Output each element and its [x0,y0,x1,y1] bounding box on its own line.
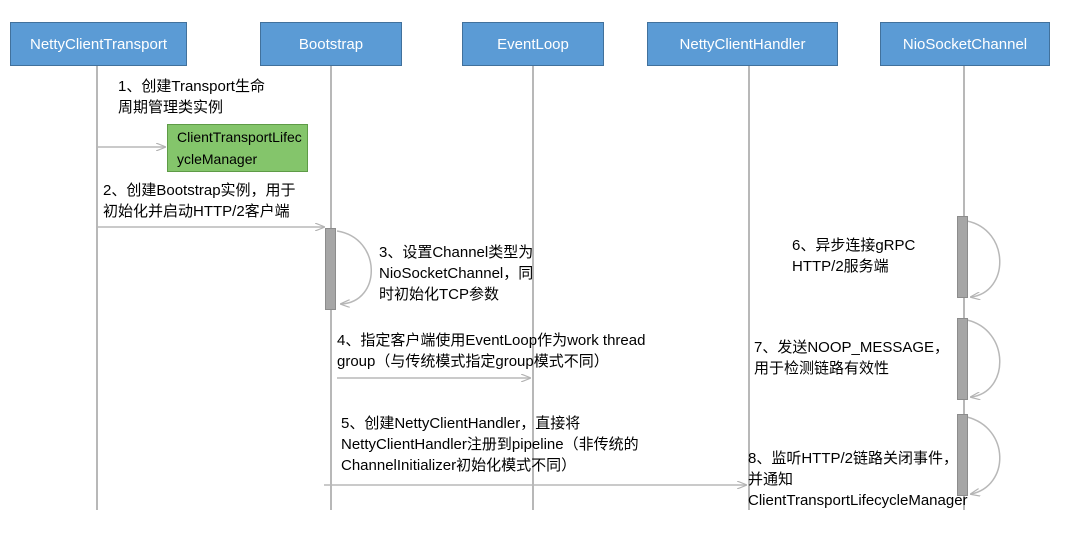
participant-netty-client-transport: NettyClientTransport [10,22,187,66]
step-3-label: 3、设置Channel类型为 NioSocketChannel，同 时初始化TC… [379,244,534,303]
arrow-step-8 [966,416,1001,494]
client-transport-lifecycle-manager-box: ClientTransportLifecycleManager [167,124,308,172]
step-6-label: 6、异步连接gRPC HTTP/2服务端 [792,237,916,275]
participant-bootstrap: Bootstrap [260,22,402,66]
step-4-label: 4、指定客户端使用EventLoop作为work thread group（与传… [337,332,646,370]
participant-event-loop: EventLoop [462,22,604,66]
activation-nio-socket-channel-1 [957,216,968,298]
step-5-label: 5、创建NettyClientHandler，直接将 NettyClientHa… [341,415,639,474]
step-1-label: 1、创建Transport生命 周期管理类实例 [118,78,265,116]
arrow-step-6 [966,220,1001,297]
lifeline-netty-client-transport [96,66,98,510]
step-7-label: 7、发送NOOP_MESSAGE， 用于检测链路有效性 [754,339,950,377]
lifeline-event-loop [532,66,534,510]
lifeline-netty-client-handler [748,66,750,510]
activation-bootstrap [325,228,336,310]
activation-nio-socket-channel-3 [957,414,968,496]
participant-nio-socket-channel: NioSocketChannel [880,22,1050,66]
arrow-step-7 [966,319,1001,397]
arrow-step-3 [336,230,372,304]
step-8-label: 8、监听HTTP/2链路关闭事件， 并通知 ClientTransportLif… [748,450,968,509]
step-2-label: 2、创建Bootstrap实例，用于 初始化并启动HTTP/2客户端 [103,182,296,220]
participant-netty-client-handler: NettyClientHandler [647,22,838,66]
activation-nio-socket-channel-2 [957,318,968,400]
